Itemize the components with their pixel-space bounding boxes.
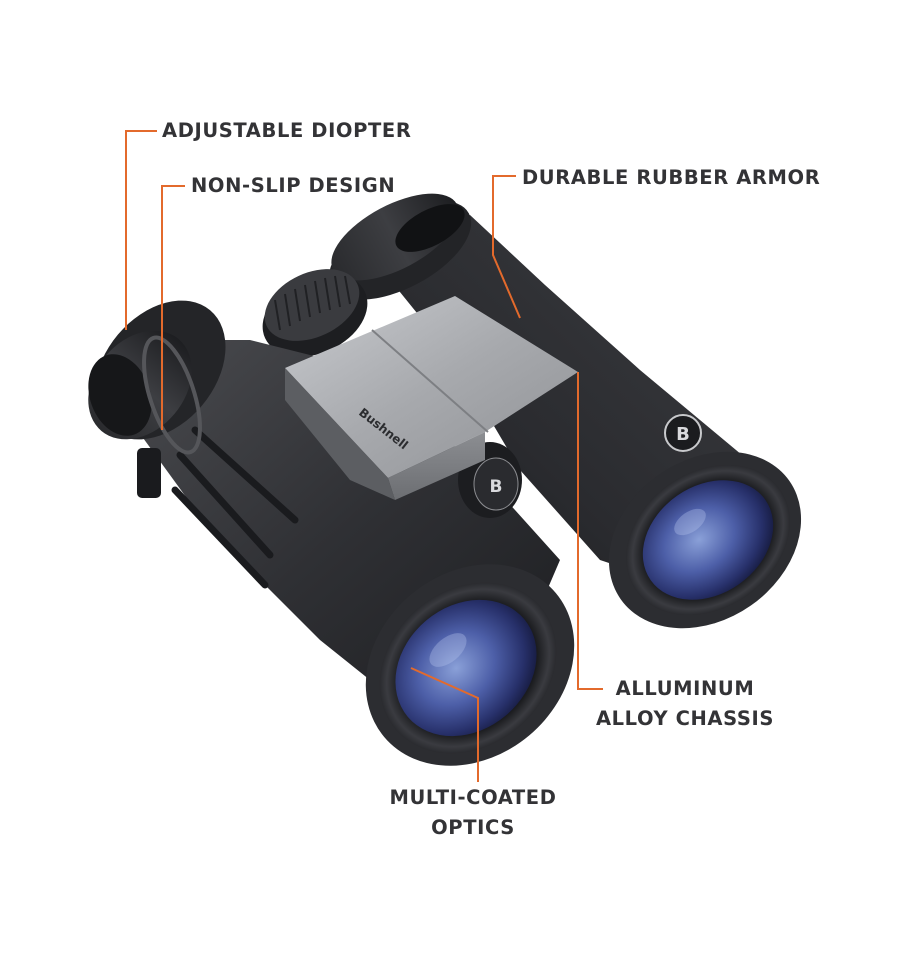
chassis-leader — [577, 372, 603, 690]
emblem-letter-right: B — [676, 424, 690, 445]
callout-durable-rubber-armor: DURABLE RUBBER ARMOR — [522, 166, 821, 189]
optics-line-1: MULTI-COATED — [389, 786, 557, 809]
chassis-line-1: ALLUMINUM — [615, 677, 755, 700]
optics-line-2: OPTICS — [431, 816, 515, 839]
left-barrel — [88, 300, 575, 766]
armor-leader — [492, 175, 521, 319]
callout-aluminum-alloy-chassis: ALLUMINUM ALLOY CHASSIS — [590, 674, 780, 734]
emblem-letter-hinge: B — [490, 477, 503, 497]
chassis-line-2: ALLOY CHASSIS — [595, 707, 775, 730]
callout-lines — [125, 130, 603, 782]
optics-leader — [410, 667, 479, 782]
diopter-leader — [125, 130, 157, 330]
nonslip-leader — [161, 185, 185, 430]
callout-adjustable-diopter: ADJUSTABLE DIOPTER — [162, 119, 412, 142]
aluminum-bridge: Bushnell — [285, 296, 578, 500]
focus-wheel — [262, 269, 368, 357]
callout-multi-coated-optics: MULTI-COATED OPTICS — [378, 783, 568, 843]
callout-non-slip-design: NON-SLIP DESIGN — [191, 174, 396, 197]
